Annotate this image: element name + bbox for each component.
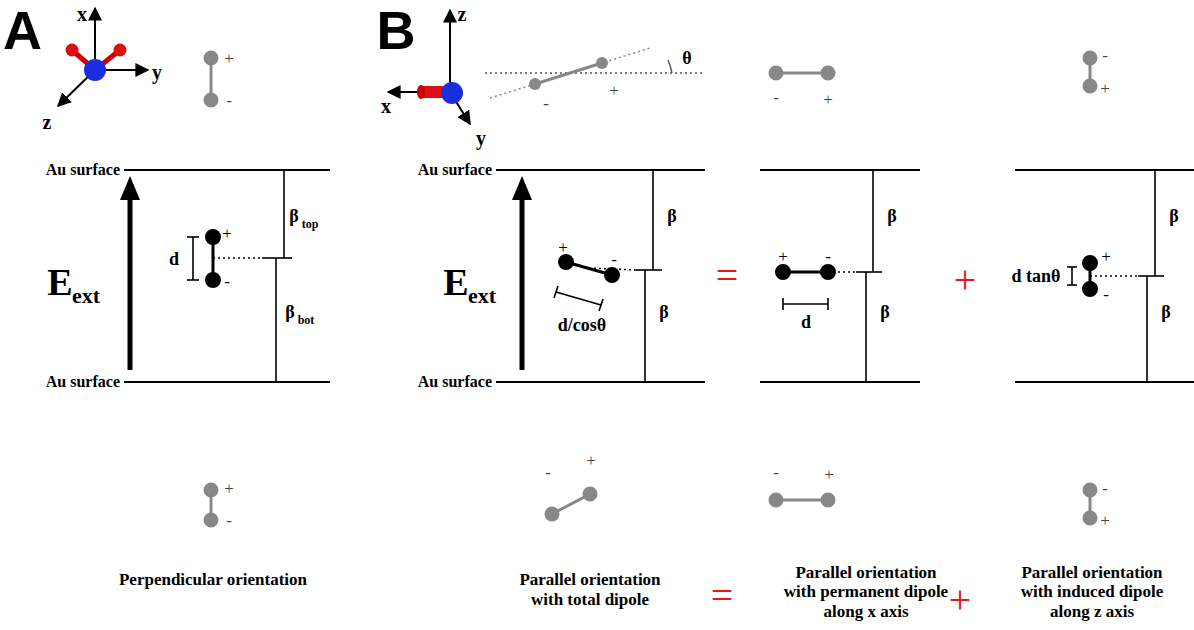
charge-sign: -	[1103, 286, 1109, 303]
axis-label: x	[381, 96, 391, 116]
plus-sign: +	[954, 260, 977, 300]
length-label: d	[801, 313, 811, 331]
length-label: d/cosθ	[558, 316, 606, 334]
charge-sign: +	[824, 466, 834, 483]
beta-divider	[262, 170, 1164, 382]
charge-sign: +	[222, 225, 232, 242]
caption: Perpendicular orientation	[119, 570, 307, 590]
charge-sign: -	[825, 248, 831, 265]
charge-sign: +	[823, 91, 833, 108]
axis-label: z	[458, 4, 467, 24]
charge-sign: +	[1101, 248, 1111, 265]
charge-sign: -	[773, 89, 779, 106]
dipole-icon	[205, 52, 1096, 526]
charge-sign: -	[226, 512, 232, 529]
surface-label: Au surface	[418, 374, 492, 390]
molecule	[417, 82, 463, 104]
charge-sign: -	[1102, 47, 1108, 64]
length-bracket	[187, 237, 1077, 311]
charge-sign: +	[1100, 80, 1110, 97]
charge-sign: +	[586, 452, 596, 469]
beta-label: β	[285, 303, 294, 321]
equals-sign: =	[711, 576, 734, 616]
charge-sign: +	[558, 239, 568, 256]
au-surface-line	[124, 170, 1194, 382]
charge-sign: -	[224, 273, 230, 290]
charge-sign: +	[609, 82, 619, 99]
axis-label: y	[476, 128, 486, 148]
molecule	[66, 44, 127, 82]
field-arrow	[120, 176, 532, 370]
field-symbol: E	[47, 263, 72, 301]
axis-label: z	[43, 112, 52, 132]
angle-label: θ	[682, 49, 691, 67]
beta-subscript: bot	[298, 314, 315, 326]
caption: Parallel orientation with total dipole	[502, 570, 678, 609]
beta-label: β	[880, 303, 889, 321]
surface-label: Au surface	[46, 162, 120, 178]
dotted-line	[213, 258, 1138, 276]
axis-label: y	[152, 62, 162, 82]
plus-sign: +	[949, 580, 972, 620]
charge-sign: -	[1102, 480, 1108, 497]
surface-label: Au surface	[46, 374, 120, 390]
charge-sign: +	[1100, 512, 1110, 529]
caption: Parallel orientation with permanent dipo…	[783, 563, 949, 622]
beta-label: β	[887, 207, 896, 225]
beta-label: β	[659, 303, 668, 321]
caption: Parallel orientation with induced dipole…	[1009, 563, 1175, 622]
axis-line	[449, 10, 451, 92]
beta-label: β	[1161, 303, 1170, 321]
field-subscript: ext	[72, 285, 100, 307]
axis-label: x	[77, 4, 87, 24]
beta-label: β	[289, 207, 298, 225]
charge-sign: +	[778, 248, 788, 265]
length-label: d tanθ	[1012, 267, 1061, 285]
panel-letter: A	[3, 3, 42, 57]
charge-sign: +	[224, 480, 234, 497]
charge-sign: -	[543, 95, 549, 112]
angle-sketch	[485, 48, 705, 98]
surface-label: Au surface	[418, 162, 492, 178]
charge-sign: +	[224, 50, 234, 67]
charge-sign: -	[611, 251, 617, 268]
equals-sign: =	[716, 256, 739, 296]
field-symbol: E	[443, 263, 468, 301]
beta-label: β	[1169, 207, 1178, 225]
beta-label: β	[667, 207, 676, 225]
charge-sign: -	[545, 464, 551, 481]
charge-sign: -	[226, 92, 232, 109]
charge-sign: -	[773, 464, 779, 481]
length-label: d	[169, 250, 179, 268]
panel-letter: B	[377, 3, 416, 57]
beta-subscript: top	[302, 218, 319, 230]
field-subscript: ext	[468, 285, 496, 307]
